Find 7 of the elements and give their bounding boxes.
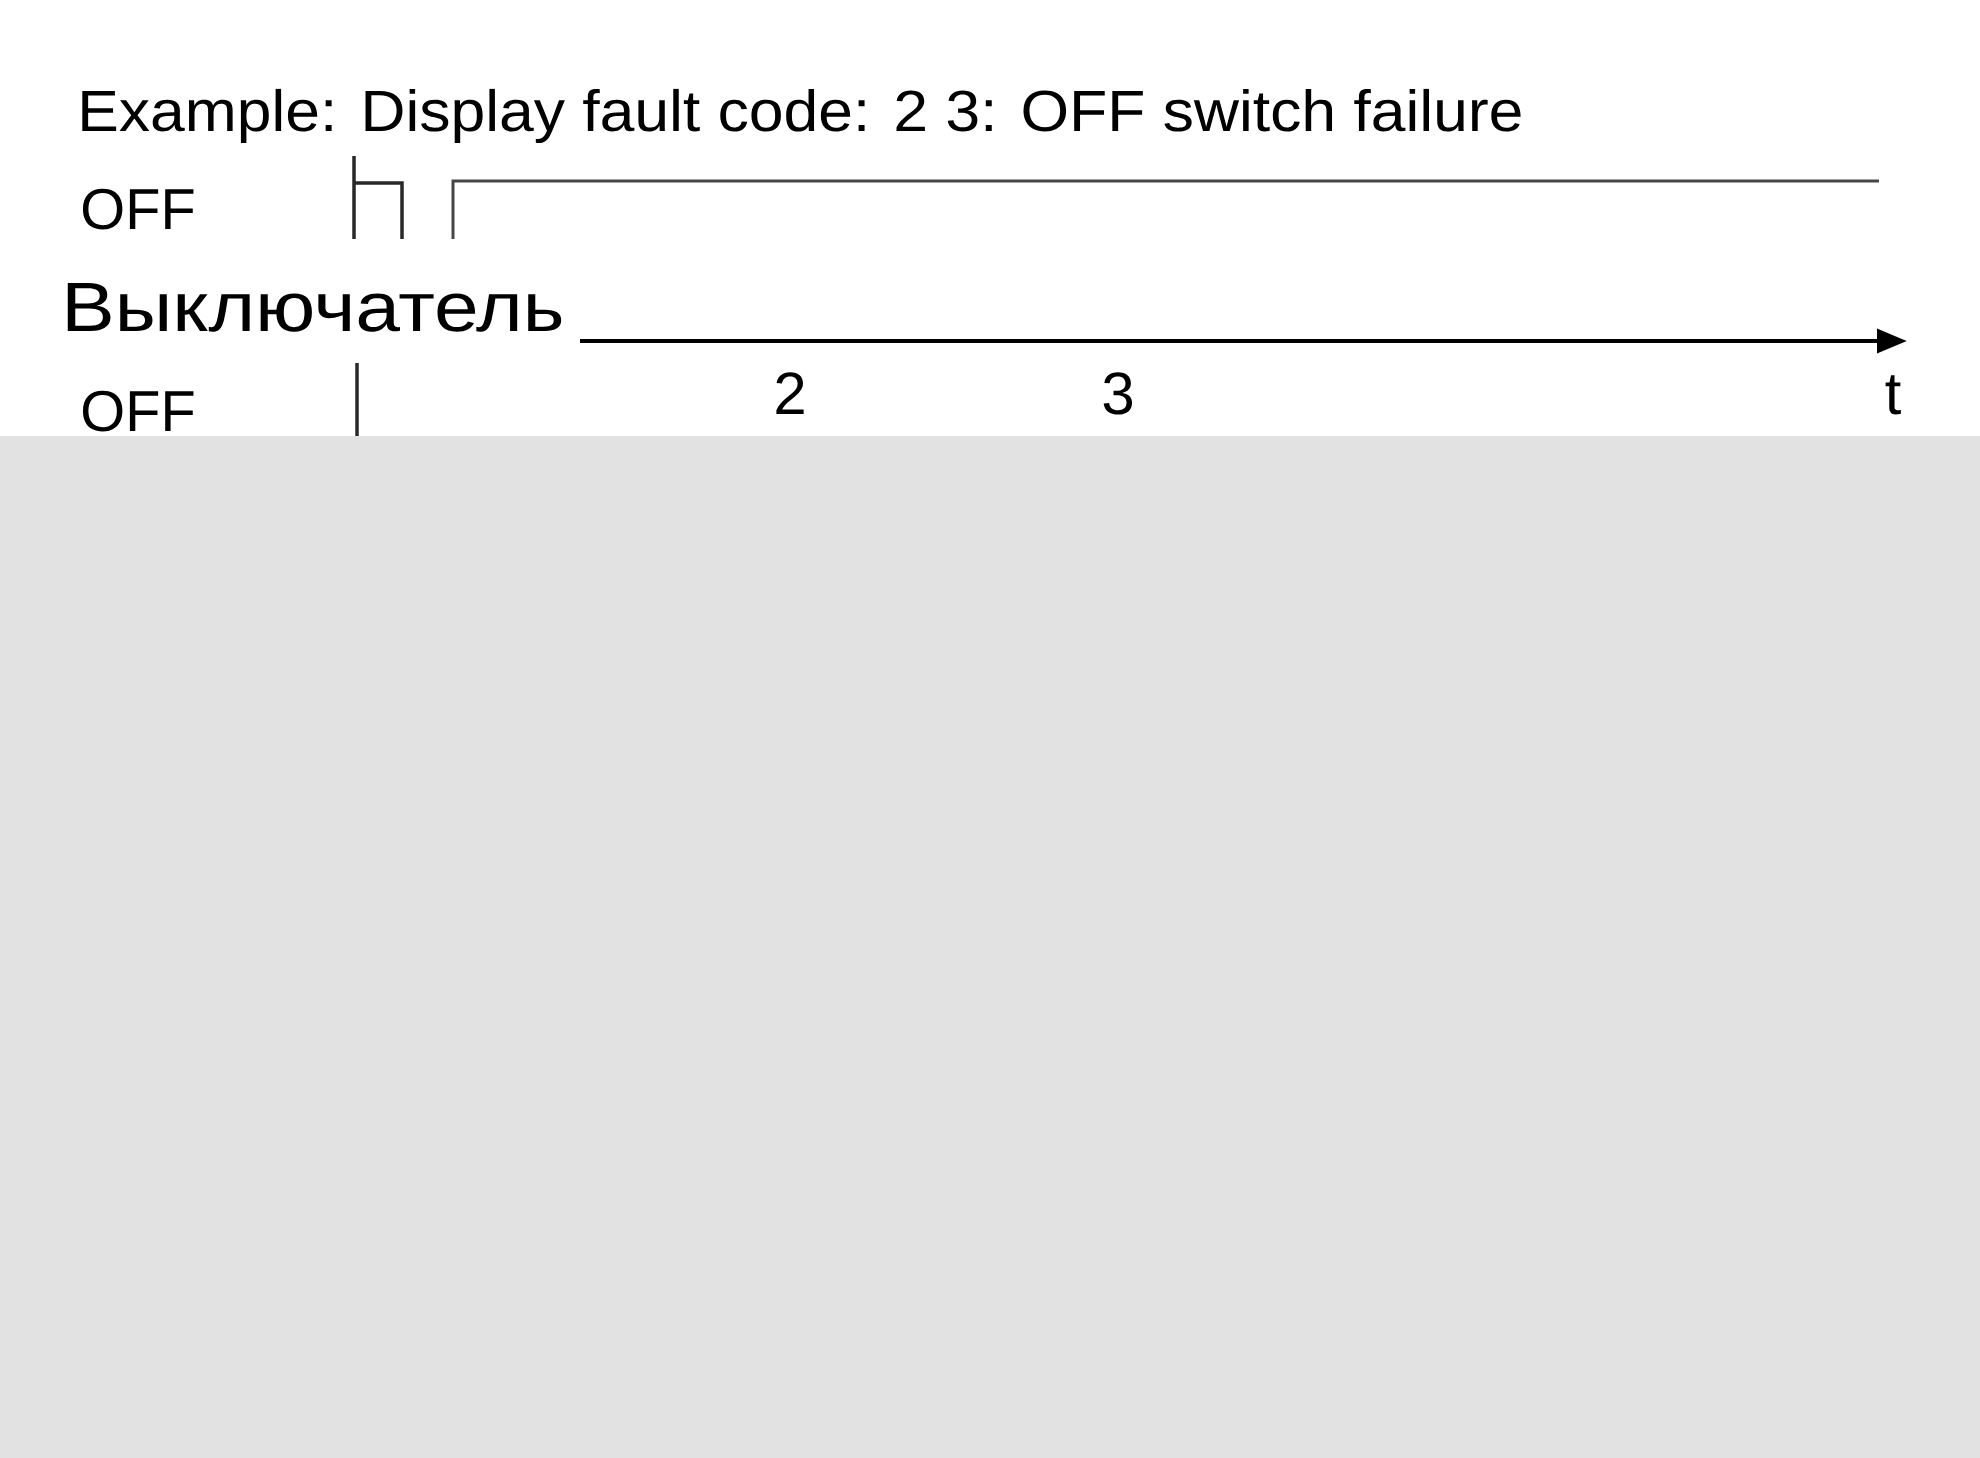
diagram-title: Example: Display fault code: 2 3: OFF switch failure [82,88,1521,144]
state-label: OFF [82,390,194,432]
pulse-count: 2 [776,372,804,414]
state-label: OFF [82,188,194,230]
signal-name: Выключатель [67,283,562,332]
pulse-count: 3 [1103,372,1132,415]
axis-label: t [1885,375,1901,415]
